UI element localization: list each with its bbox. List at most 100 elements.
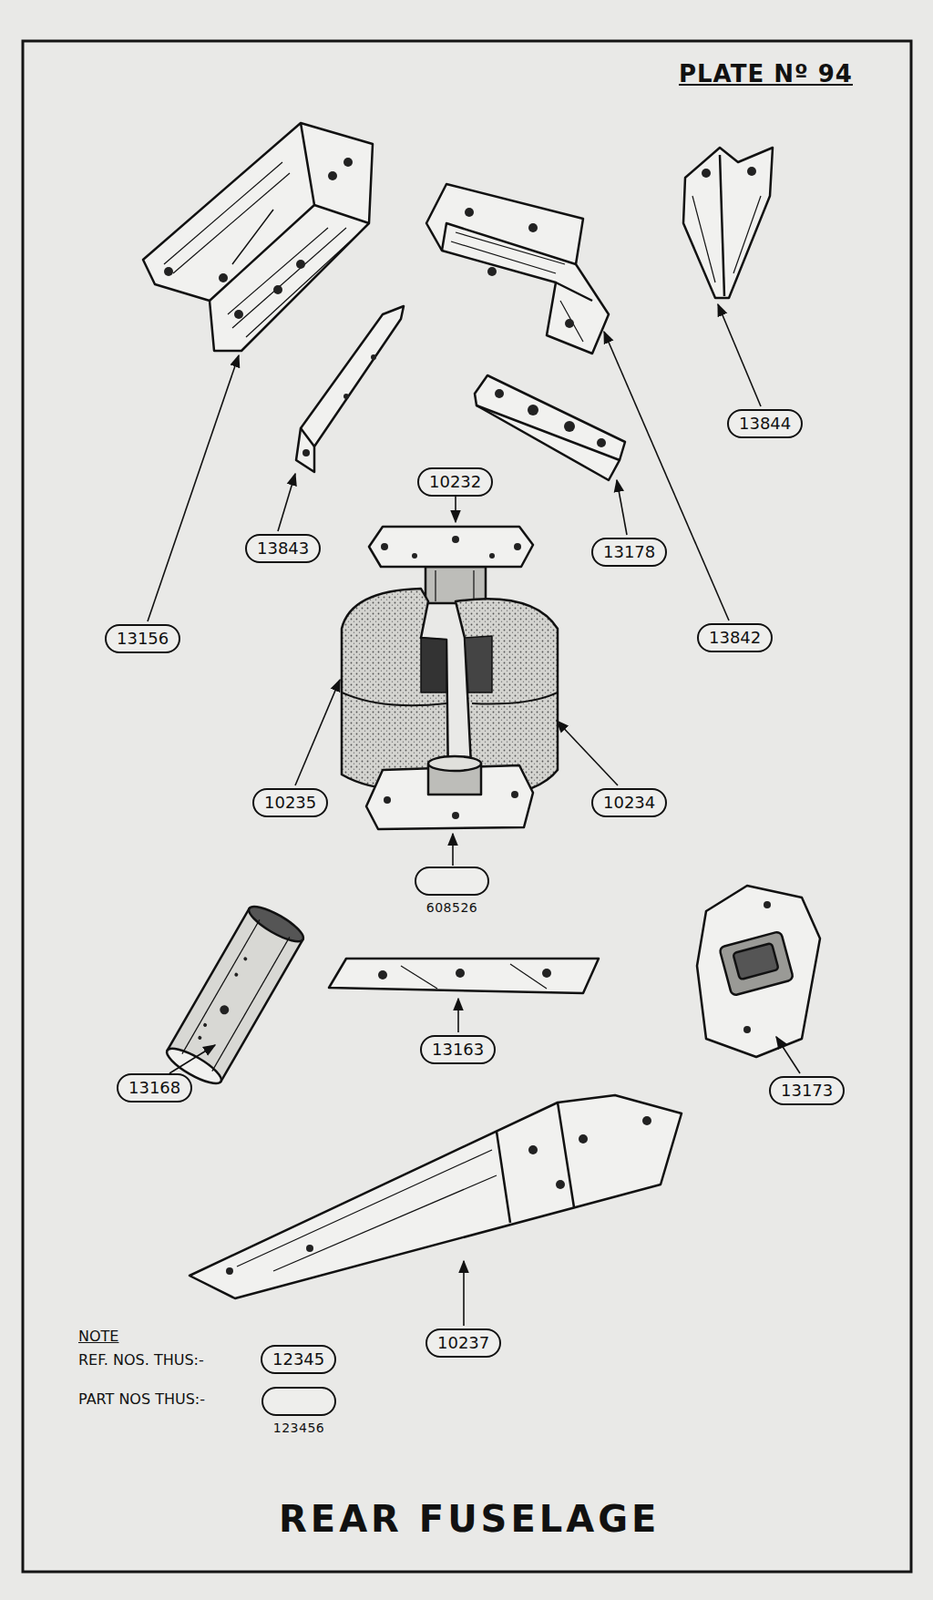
foam-block-detail <box>464 635 493 693</box>
part-13844-detail-detail <box>701 168 711 178</box>
part-10232-detail-detail <box>513 543 522 551</box>
callout-text: 123456 <box>273 1419 325 1436</box>
part-13168-detail <box>245 900 308 947</box>
callout-number: 13843 <box>245 533 321 564</box>
part-608526 <box>366 756 534 830</box>
part-13842-detail-detail <box>487 266 497 277</box>
part-13156-detail-detail <box>246 232 360 338</box>
part-10237-detail-detail <box>236 1149 493 1267</box>
part-13156-detail-detail <box>227 227 329 315</box>
part-13163-detail-detail <box>455 968 465 978</box>
part-13842-detail <box>555 282 593 301</box>
callout-number: 13842 <box>697 623 773 653</box>
part-13168-detail-detail <box>182 919 260 1054</box>
part-13842-detail <box>426 184 609 354</box>
part-13156-detail-detail <box>343 157 353 167</box>
callout-text: 12345 <box>272 1349 325 1369</box>
part-10232-detail <box>435 570 474 602</box>
part-13844-detail-detail <box>733 195 761 274</box>
part-number-oval <box>414 866 490 896</box>
part-number-callout: 123456 <box>261 1386 337 1436</box>
part-13156-detail-detail <box>273 285 283 295</box>
part-13844-detail <box>701 166 757 178</box>
part-10237-detail <box>496 1131 511 1223</box>
part-608526-detail <box>428 756 482 771</box>
note-text: PART NOS THUS:- <box>78 1390 206 1408</box>
part-10237-detail-detail <box>225 1267 234 1275</box>
callout-text: 13173 <box>780 1080 833 1100</box>
leader-lines-detail <box>604 331 729 621</box>
leader-lines-detail <box>295 679 340 786</box>
part-13156-detail-detail <box>164 162 283 265</box>
callout-number: 10237 <box>425 1328 502 1358</box>
part-13168-detail-detail <box>234 972 239 977</box>
part-13156-detail-detail <box>164 266 174 277</box>
leader-lines <box>147 304 800 1326</box>
part-13842-detail-detail <box>451 241 556 274</box>
part-13842-detail-detail <box>528 223 538 233</box>
leader-lines-detail <box>169 1045 216 1074</box>
part-13163-detail <box>328 958 599 994</box>
part-13844 <box>683 147 773 298</box>
leader-lines-detail <box>457 998 460 1033</box>
part-13156-detail-detail <box>218 273 228 283</box>
callout-text: 13844 <box>738 413 791 433</box>
part-13844-detail <box>719 154 725 297</box>
callout-number: 13168 <box>116 1073 193 1103</box>
part-13178-detail-detail <box>596 438 606 448</box>
foam-block-detail <box>341 692 447 706</box>
callout-number: 13173 <box>768 1076 845 1106</box>
part-13843 <box>296 306 404 472</box>
part-13178 <box>474 375 626 481</box>
part-13168 <box>163 900 308 1089</box>
part-13163-detail <box>378 968 552 980</box>
part-13173-detail <box>743 901 771 1034</box>
part-13156-detail-detail <box>328 171 338 181</box>
part-13178-detail-detail <box>494 389 504 399</box>
part-10232-detail-detail <box>451 535 460 544</box>
part-608526-detail-detail <box>383 796 391 804</box>
callout-number: 12345 <box>260 1344 337 1374</box>
plate-title: REAR FUSELAGE <box>278 1497 660 1540</box>
part-13843-detail <box>300 428 315 447</box>
part-13163-detail <box>400 963 547 989</box>
part-13843-detail <box>302 354 377 457</box>
part-13844-detail-detail <box>747 166 757 176</box>
part-13178-detail <box>474 375 626 481</box>
part-608526-detail-detail <box>511 790 519 799</box>
part-13844-detail <box>683 147 773 298</box>
leader-lines-detail <box>454 496 457 523</box>
part-13163-detail-detail <box>542 968 552 978</box>
part-13842-detail-detail <box>464 207 474 217</box>
callout-text: 13178 <box>603 542 656 562</box>
leader-lines-detail <box>462 1261 465 1326</box>
part-13178-detail <box>494 389 606 448</box>
part-10232-detail <box>369 526 534 567</box>
leader-lines-detail <box>616 480 627 535</box>
part-10237-detail <box>557 1102 575 1208</box>
part-10232-detail <box>425 566 486 604</box>
callout-text: 10237 <box>437 1332 490 1353</box>
part-13156-detail-detail <box>296 259 306 269</box>
part-13168-detail-detail <box>212 936 290 1071</box>
part-13843-detail-detail <box>302 449 310 457</box>
callout-text: 13843 <box>256 538 309 558</box>
part-10232-detail <box>380 535 522 559</box>
callout-text: 10235 <box>264 792 317 812</box>
callout-number: 10234 <box>591 788 667 818</box>
part-13168-detail-detail <box>243 956 248 962</box>
callout-text: 13163 <box>431 1039 484 1059</box>
part-13156-detail <box>143 123 373 351</box>
part-13842-detail-detail <box>564 318 575 329</box>
part-13156 <box>143 123 373 351</box>
leader-lines-detail <box>277 473 296 532</box>
part-10232-detail-detail <box>489 553 495 559</box>
part-10237-detail-detail <box>642 1116 652 1126</box>
plate-number: PLATE Nº 94 <box>678 60 853 88</box>
callout-number: 10232 <box>417 467 493 497</box>
note-text: REF. NOS. THUS:- <box>78 1351 205 1369</box>
callout-number: 13163 <box>420 1035 496 1065</box>
part-13168-detail <box>195 955 257 1046</box>
leader-lines-detail <box>451 833 454 866</box>
part-10237-detail-detail <box>306 1244 314 1252</box>
